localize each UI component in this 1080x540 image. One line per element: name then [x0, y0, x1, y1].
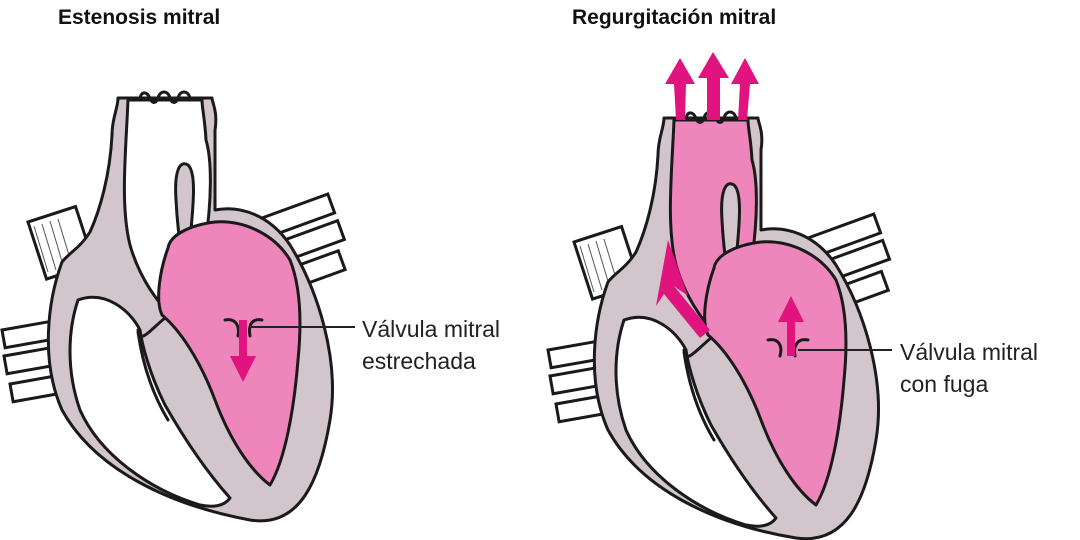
- callout-line-2: con fuga: [900, 371, 989, 397]
- callout-narrowed-mitral-valve: Válvula mitral estrechada: [362, 313, 500, 377]
- panel-title-mitral-stenosis: Estenosis mitral: [58, 6, 221, 29]
- aorta: [122, 98, 212, 322]
- flow-arrow-diagonal: [656, 240, 710, 338]
- callout-line-1: Válvula mitral: [900, 339, 1039, 365]
- aortic-branches: [138, 90, 192, 104]
- left-heart-chambers: [703, 240, 848, 507]
- mitral-valve-narrowed: [223, 318, 264, 338]
- flow-arrow-down: [230, 320, 256, 382]
- septum: [136, 316, 170, 422]
- septum: [682, 336, 716, 442]
- left-heart-chambers: [157, 220, 302, 487]
- heart-diagram-mitral-regurgitation: [546, 52, 892, 540]
- flow-arrows-aorta-up: [665, 52, 759, 120]
- vena-cava: [546, 224, 642, 424]
- callout-line-2: estrechada: [362, 348, 476, 374]
- right-ventricle: [614, 315, 778, 528]
- panel-title-mitral-regurgitation: Regurgitación mitral: [572, 6, 777, 29]
- callout-leaky-mitral-valve: Válvula mitral con fuga: [900, 336, 1038, 400]
- callout-line-1: Válvula mitral: [362, 316, 501, 342]
- heart-diagram-mitral-stenosis: [0, 90, 355, 523]
- right-ventricle: [68, 295, 232, 508]
- flow-arrow-regurgitant: [778, 296, 804, 356]
